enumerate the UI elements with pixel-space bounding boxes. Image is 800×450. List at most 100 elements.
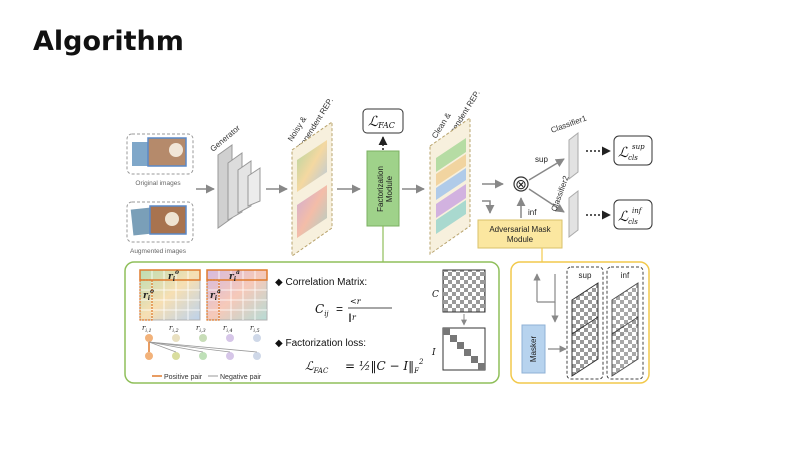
factorization-module-label: FactorizationModule bbox=[376, 166, 394, 212]
generator: Generator bbox=[209, 123, 261, 229]
grid1-r-left: rio bbox=[143, 288, 154, 302]
row1-label-1: ri,1 bbox=[142, 324, 152, 334]
l-cls-inf-frame bbox=[613, 199, 653, 230]
matrix-i bbox=[442, 327, 486, 371]
grid2-r-top: ria bbox=[229, 269, 240, 283]
noisy-block-2 bbox=[297, 185, 327, 238]
matrix-c-label: C bbox=[432, 290, 439, 300]
node-1-4 bbox=[226, 334, 234, 342]
matrix-i-cell-2 bbox=[450, 335, 457, 342]
l-fac-symbol: ℒFAC bbox=[368, 114, 395, 130]
inf-mask-label: inf bbox=[621, 271, 630, 280]
loss-rhs: = ½‖C − I‖F2 bbox=[345, 358, 424, 375]
original-images-label: Original images bbox=[135, 180, 181, 187]
mask-detail-panel: Masker sup inf bbox=[510, 261, 650, 384]
matrix-c bbox=[442, 269, 486, 313]
sup-mask-frame bbox=[566, 266, 604, 380]
correlation-numerator: <r bbox=[350, 297, 362, 306]
row2-nodes bbox=[145, 352, 261, 360]
classifier2-label: Classifier2 bbox=[549, 174, 570, 213]
slide-title: Algorithm bbox=[33, 26, 184, 57]
l-fac-frame bbox=[362, 108, 404, 134]
negative-pair-label: Negative pair bbox=[220, 374, 262, 381]
factorization-module-box bbox=[366, 150, 400, 227]
masker-label: Masker bbox=[529, 336, 538, 363]
gen-layer-4 bbox=[247, 167, 261, 207]
neg-edge-4 bbox=[148, 341, 258, 353]
node-1-5 bbox=[253, 334, 261, 342]
row1-label-4: ri,4 bbox=[223, 324, 233, 334]
input-images: Original images Augmented images bbox=[126, 133, 194, 255]
rep-grid-augmented-highlight-col bbox=[206, 279, 220, 321]
correlation-lhs: Cij bbox=[315, 302, 329, 318]
classifier1-bar bbox=[568, 131, 579, 181]
clean-block-3 bbox=[436, 168, 466, 200]
clean-block-2 bbox=[436, 154, 466, 186]
factorization-loss-title: ◆ Factorization loss: bbox=[275, 338, 366, 349]
matrix-i-cell-5 bbox=[471, 356, 478, 363]
node-2-1 bbox=[145, 352, 153, 360]
node-2-2 bbox=[172, 352, 180, 360]
inf-mask-frame bbox=[606, 266, 644, 380]
rep-grid-original-highlight-row bbox=[139, 269, 201, 281]
augmented-images-label: Augmented images bbox=[130, 248, 187, 255]
noisy-block-1 bbox=[297, 140, 327, 192]
node-2-4 bbox=[226, 352, 234, 360]
rep-grid-original bbox=[139, 269, 201, 321]
l-fac-box: ℒFAC bbox=[362, 108, 404, 134]
correlation-eq: = bbox=[336, 302, 343, 316]
factorization-module: FactorizationModule bbox=[366, 150, 400, 227]
l-cls-inf-superscript: inf bbox=[632, 207, 643, 215]
grid2-r-left: ria bbox=[210, 288, 221, 302]
sup-mask-2 bbox=[571, 316, 599, 377]
sup-label: sup bbox=[535, 155, 548, 164]
matrix-i-cell-4 bbox=[464, 349, 471, 356]
otimes-circle bbox=[513, 176, 529, 192]
inf-mask-2 bbox=[611, 316, 639, 377]
grid1-r-top: rio bbox=[168, 269, 179, 283]
dog-shape-aug bbox=[165, 212, 179, 226]
row1-label-5: ri,5 bbox=[250, 324, 260, 334]
arrow-otimes-classifier1 bbox=[528, 158, 565, 181]
inf-label: inf bbox=[528, 208, 537, 217]
noisy-representation: Noisy & Dependent REP. bbox=[286, 96, 335, 257]
l-cls-sup-box: ℒcls sup bbox=[613, 135, 653, 166]
row1-label-3: ri,3 bbox=[196, 324, 206, 334]
generator-label: Generator bbox=[209, 123, 243, 153]
l-cls-sup-symbol: ℒcls bbox=[618, 145, 638, 162]
node-2-3 bbox=[199, 352, 207, 360]
neg-edge-1 bbox=[148, 341, 177, 353]
classifier1-label: Classifier1 bbox=[550, 113, 589, 134]
matrix-i-cell-3 bbox=[457, 342, 464, 349]
rep-grid-original-highlight-col bbox=[139, 279, 153, 321]
node-1-3 bbox=[199, 334, 207, 342]
factorization-detail-panel: rio rio ria ria ri,1 ri,2 ri,3 ri,4 ri,5 bbox=[124, 261, 500, 384]
node-1-1 bbox=[145, 334, 153, 342]
l-cls-sup-frame bbox=[613, 135, 653, 166]
original-image-frame bbox=[126, 133, 194, 175]
dog-shape bbox=[169, 143, 183, 157]
node-2-5 bbox=[253, 352, 261, 360]
clean-representation: Clean & Independent REP. bbox=[429, 89, 482, 255]
classifier1: Classifier1 bbox=[550, 113, 589, 181]
arrow-clean-mask bbox=[482, 200, 495, 214]
clean-block-5 bbox=[436, 200, 466, 234]
matrix-i-label: I bbox=[431, 348, 436, 358]
node-1-2 bbox=[172, 334, 180, 342]
row1-labels: ri,1 ri,2 ri,3 ri,4 ri,5 bbox=[142, 324, 260, 334]
otimes-symbol: ⊗ bbox=[515, 176, 527, 192]
row1-nodes bbox=[145, 334, 261, 342]
neg-edge-2 bbox=[148, 341, 204, 353]
correlation-matrix-title: ◆ Correlation Matrix: bbox=[275, 277, 367, 288]
matrix-i-cell-6 bbox=[478, 363, 485, 370]
rep-grid-augmented bbox=[206, 269, 268, 321]
correlation-denominator: ‖r bbox=[348, 313, 357, 322]
arrow-otimes-classifier2 bbox=[528, 188, 565, 213]
clean-block-4 bbox=[436, 184, 466, 218]
neg-edge-3 bbox=[148, 341, 231, 353]
negative-pair-edges bbox=[148, 341, 258, 353]
clean-block-1 bbox=[436, 138, 466, 172]
masker-box bbox=[521, 324, 546, 374]
